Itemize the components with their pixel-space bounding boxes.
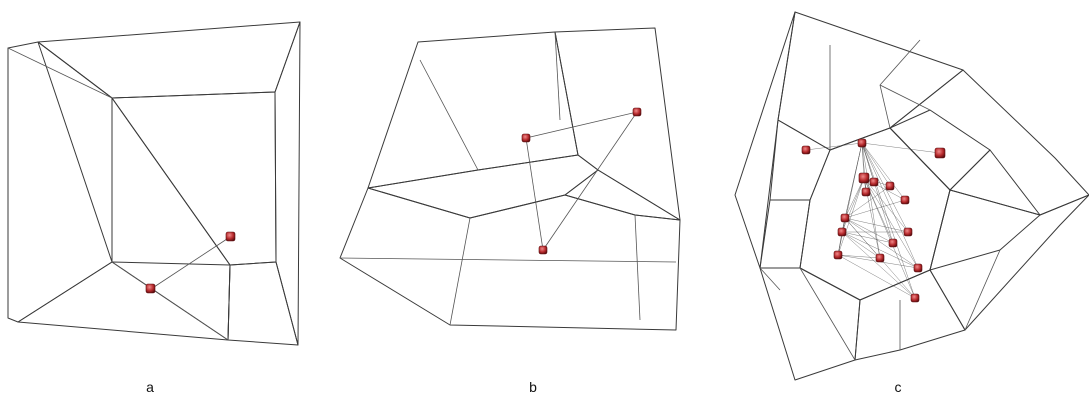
panel-c-site-link: [844, 177, 865, 219]
panel-b-right-cell: [554, 27, 681, 221]
panel-c-site-14: [875, 253, 885, 263]
panel-c-site-link: [841, 231, 916, 299]
panel-c-site-link: [861, 142, 881, 259]
panel-c-site-link: [844, 185, 891, 219]
panel-c-pink-right-cell: [929, 189, 1089, 331]
panel-b-bottom-cell: [339, 187, 681, 331]
panel-c-inner-right: [929, 149, 1041, 271]
panel-c-site-link: [861, 142, 941, 154]
panel-a-site-1: [145, 283, 156, 294]
panel-c-site-link: [841, 177, 865, 233]
panel-c-site-link: [861, 142, 891, 187]
panel-c-site-6: [861, 187, 871, 197]
panel-c-site-10: [837, 227, 847, 237]
panel-c-site-8: [885, 181, 895, 191]
panel-c-site-link: [861, 142, 916, 299]
panel-c-site-link: [844, 217, 919, 269]
panel-a-left-floor: [17, 261, 231, 341]
panel-c-site-link: [844, 217, 909, 233]
panel-c-site-9: [900, 195, 910, 205]
panel-a-right-wall: [274, 21, 301, 346]
panel-c-site-link: [837, 254, 881, 259]
panel-b-site-link-1: [525, 111, 638, 139]
panel-c-site-link: [844, 199, 906, 219]
panel-c-site-5: [869, 177, 879, 187]
panel-c-site-link: [861, 142, 909, 233]
panel-c-site-link: [841, 231, 881, 259]
panel-c-site-link: [861, 142, 906, 201]
panel-c-sites: [801, 138, 946, 303]
panel-c-site-3: [934, 147, 946, 159]
panel-c-site-link: [837, 254, 916, 299]
panel-a-right-cell: [37, 21, 301, 99]
panel-c-site-link: [863, 177, 909, 233]
panel-c-site-13: [833, 250, 843, 260]
panel-c-inner-upper-left: [769, 119, 831, 201]
panel-a: [7, 21, 301, 346]
panel-c-label: c: [895, 379, 902, 395]
panel-c-site-4: [858, 172, 870, 184]
panel-c-site-15: [913, 263, 923, 273]
panel-c-left-cell: [734, 11, 796, 269]
panel-c-site-link: [841, 231, 894, 244]
panel-b-middle-shelf: [367, 154, 599, 219]
panel-b-top-cell: [367, 31, 579, 189]
panel-c-site-link: [837, 177, 865, 256]
panel-c-site-links: [805, 142, 941, 299]
panel-a-left-cell: [7, 41, 113, 323]
panel-c-site-link: [805, 142, 863, 151]
panel-b-site-link-3: [542, 111, 638, 251]
panel-b-label: b: [529, 379, 537, 395]
panel-a-separating-plane: [37, 41, 231, 341]
panel-c-green-cell: [889, 69, 1089, 216]
panel-c-site-link: [844, 217, 894, 244]
panel-c-yellow-cell: [777, 11, 964, 151]
panel-a-back-face: [111, 91, 277, 266]
panel-c-site-link: [837, 142, 863, 256]
panel-b-site-2: [632, 107, 642, 117]
panel-c-site-11: [903, 227, 913, 237]
panel-a-site-2: [225, 231, 236, 242]
panel-b: [339, 27, 681, 331]
panel-c-site-link: [863, 177, 919, 269]
panel-c-site-1: [857, 138, 867, 148]
panel-c-inner-cluster: [799, 127, 951, 301]
panel-a-right-floor: [227, 261, 299, 346]
panel-c-site-link: [861, 142, 919, 269]
panel-c-site-link: [861, 142, 894, 244]
panel-c-site-link: [841, 231, 919, 269]
panel-b-site-link-2: [525, 137, 544, 251]
panel-c-site-12: [888, 238, 898, 248]
panel-c-site-2: [801, 145, 811, 155]
panel-b-site-1: [521, 133, 531, 143]
panel-c-site-16: [910, 293, 920, 303]
panel-b-right-shelf: [564, 169, 681, 221]
panel-c-site-link: [863, 177, 916, 299]
panel-a-label: a: [146, 379, 154, 395]
panel-c-site-7: [840, 213, 850, 223]
panel-a-site-link: [150, 236, 231, 290]
panel-b-site-3: [538, 245, 548, 255]
panel-c: [734, 11, 1089, 381]
